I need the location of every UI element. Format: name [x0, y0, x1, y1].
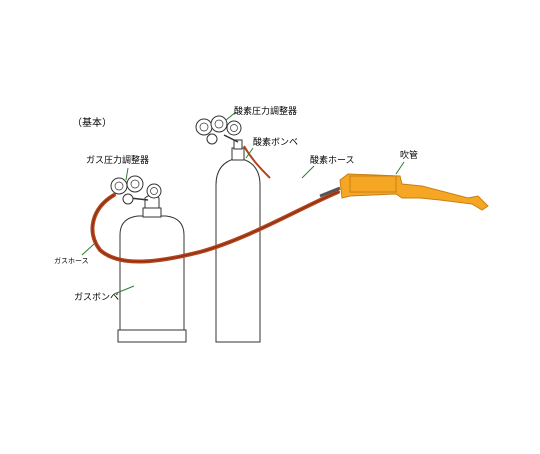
- arrow-oxygen-hose: [301, 165, 315, 179]
- diagram-title: （基本）: [72, 118, 112, 129]
- arrow-gas-hose: [81, 243, 95, 256]
- oxygen-gauge-center: [210, 115, 228, 133]
- gas-cylinder-body: [119, 215, 185, 331]
- gas-cylinder-collar: [142, 207, 162, 218]
- oxygen-hose: [243, 145, 271, 179]
- gas-gauge-center: [126, 175, 144, 193]
- oxygen-cylinder-valve: [233, 139, 243, 150]
- oxygen-gauge-left: [195, 118, 213, 136]
- oxygen-regulator: [195, 115, 242, 145]
- torch-grip: [349, 175, 397, 193]
- label-torch: 吹管: [400, 151, 419, 161]
- label-gas-hose: ガスホース: [54, 257, 89, 265]
- arrow-oxygen-cylinder: [245, 147, 254, 159]
- arrow-torch: [395, 161, 405, 175]
- gas-gauge-bottom: [122, 193, 134, 205]
- label-gas-regulator: ガス圧力調整器: [86, 156, 150, 166]
- torch-connector: [319, 186, 341, 198]
- gas-gauge-right: [146, 183, 162, 199]
- gas-cylinder-base: [117, 329, 187, 343]
- gas-regulator: [110, 175, 162, 205]
- label-oxygen-regulator: 酸素圧力調整器: [234, 107, 298, 117]
- label-gas-cylinder: ガスボンベ: [74, 293, 120, 303]
- gas-gauge-left: [110, 177, 128, 195]
- arrow-oxygen-regulator: [225, 111, 237, 121]
- oxygen-cylinder-neck: [231, 147, 245, 161]
- pointer-arrows: [81, 111, 405, 295]
- label-oxygen-cylinder: 酸素ボンベ: [253, 138, 299, 148]
- label-oxygen-hose: 酸素ホース: [310, 156, 355, 166]
- arrow-gas-regulator: [125, 167, 129, 181]
- oxygen-gauge-bottom: [206, 133, 218, 145]
- oxygen-gauge-right: [226, 120, 242, 136]
- arrow-gas-cylinder: [113, 285, 135, 295]
- oxygen-cylinder-body: [215, 157, 261, 343]
